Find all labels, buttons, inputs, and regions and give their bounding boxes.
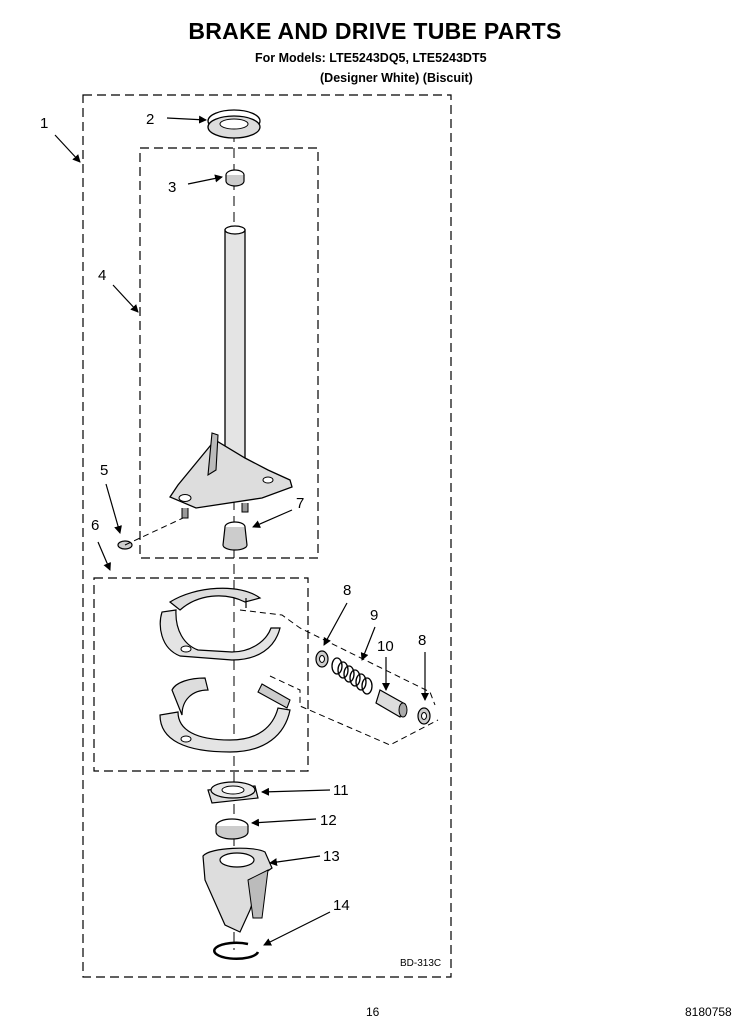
- callout-3: 3: [168, 179, 176, 196]
- callout-12: 12: [320, 812, 337, 829]
- callout-1: 1: [40, 115, 48, 132]
- models-line: For Models: LTE5243DQ5, LTE5243DT5: [255, 51, 487, 65]
- brake-shoe-lower: [159, 677, 291, 753]
- washer-part-right: [417, 707, 431, 725]
- callout-11: 11: [333, 782, 349, 799]
- callout-8b: 8: [418, 632, 426, 649]
- brake-lever-part: [202, 847, 273, 933]
- callout-6: 6: [91, 517, 99, 534]
- snap-ring-part: [213, 941, 260, 961]
- callout-7: 7: [296, 495, 304, 512]
- callout-5: 5: [100, 462, 108, 479]
- seal-part: [207, 109, 261, 139]
- callout-13: 13: [323, 848, 340, 865]
- drive-tube-part: [169, 225, 293, 519]
- callout-2: 2: [146, 111, 154, 128]
- brake-shoe-upper: [159, 587, 281, 661]
- washer-part-left: [315, 650, 329, 668]
- callout-8a: 8: [343, 582, 351, 599]
- drive-tube-outline: [139, 147, 319, 559]
- pin-part: [375, 689, 408, 718]
- page-number: 16: [366, 1005, 380, 1019]
- bearing-part: [225, 169, 245, 187]
- document-number: 8180758: [685, 1005, 732, 1019]
- reference-code: BD-313C: [400, 958, 442, 969]
- spring-part: [331, 657, 373, 695]
- callout-14: 14: [333, 897, 350, 914]
- page-title: BRAKE AND DRIVE TUBE PARTS: [188, 18, 562, 44]
- bushing-part: [222, 521, 248, 551]
- retaining-ring-part: [215, 818, 249, 840]
- brake-cam-part: [207, 781, 259, 804]
- callout-4: 4: [98, 267, 106, 284]
- assembly-outline: [82, 94, 452, 978]
- callout-10: 10: [377, 638, 394, 655]
- brake-shoe-outline: [93, 577, 309, 772]
- callout-9: 9: [370, 607, 378, 624]
- colors-line: (Designer White) (Biscuit): [320, 71, 473, 85]
